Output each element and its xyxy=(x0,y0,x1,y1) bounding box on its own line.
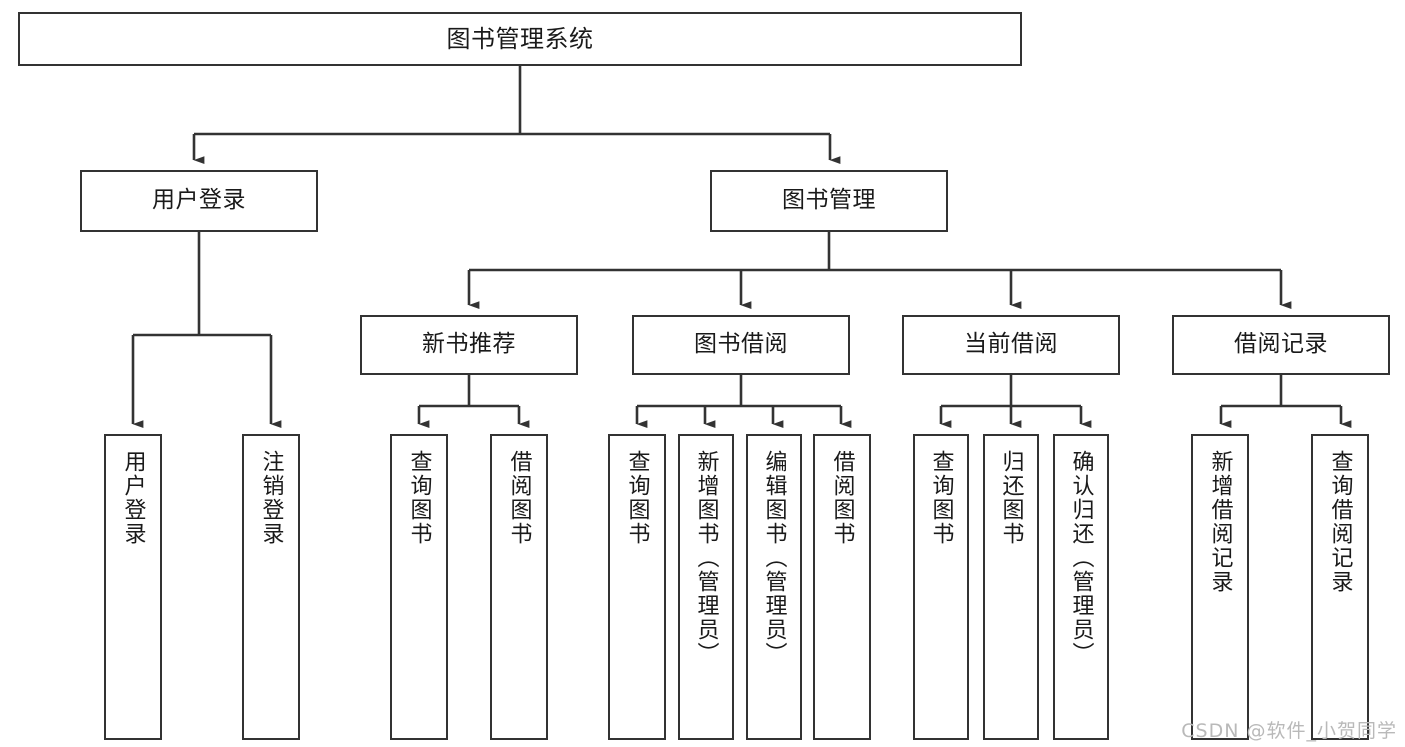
node-leaf-return-book[interactable]: 归还图书 xyxy=(983,434,1039,740)
node-leaf-edit-book[interactable]: 编辑图书（管理员） xyxy=(746,434,802,740)
node-leaf-query-book-2[interactable]: 查询图书 xyxy=(608,434,666,740)
node-leaf-add-record[interactable]: 新增借阅记录 xyxy=(1191,434,1249,740)
node-leaf-query-record[interactable]: 查询借阅记录 xyxy=(1311,434,1369,740)
node-book-management-label: 图书管理 xyxy=(782,187,876,214)
node-leaf-query-book-1[interactable]: 查询图书 xyxy=(390,434,448,740)
node-leaf-confirm-return-label: 确认归还（管理员） xyxy=(1068,450,1094,666)
node-leaf-return-book-label: 归还图书 xyxy=(998,450,1024,546)
node-leaf-query-book-1-label: 查询图书 xyxy=(406,450,432,546)
node-borrow-record-label: 借阅记录 xyxy=(1234,331,1328,358)
watermark-text: CSDN @软件_小贺同学 xyxy=(1181,720,1397,742)
node-root-system-label: 图书管理系统 xyxy=(446,24,594,53)
node-new-book-recommend[interactable]: 新书推荐 xyxy=(360,315,578,375)
node-borrow-record[interactable]: 借阅记录 xyxy=(1172,315,1390,375)
node-leaf-add-book-label: 新增图书（管理员） xyxy=(693,450,719,666)
node-leaf-borrow-book-2[interactable]: 借阅图书 xyxy=(813,434,871,740)
node-user-login[interactable]: 用户登录 xyxy=(80,170,318,232)
node-leaf-add-record-label: 新增借阅记录 xyxy=(1207,450,1233,594)
node-leaf-edit-book-label: 编辑图书（管理员） xyxy=(761,450,787,666)
node-leaf-query-book-3-label: 查询图书 xyxy=(928,450,954,546)
node-leaf-query-book-2-label: 查询图书 xyxy=(624,450,650,546)
node-leaf-user-login[interactable]: 用户登录 xyxy=(104,434,162,740)
node-book-borrow-label: 图书借阅 xyxy=(694,331,788,358)
node-leaf-confirm-return[interactable]: 确认归还（管理员） xyxy=(1053,434,1109,740)
node-leaf-add-book[interactable]: 新增图书（管理员） xyxy=(678,434,734,740)
node-leaf-borrow-book-1[interactable]: 借阅图书 xyxy=(490,434,548,740)
node-leaf-logout-label: 注销登录 xyxy=(258,450,284,546)
node-leaf-query-record-label: 查询借阅记录 xyxy=(1327,450,1353,594)
node-book-management[interactable]: 图书管理 xyxy=(710,170,948,232)
node-leaf-logout[interactable]: 注销登录 xyxy=(242,434,300,740)
node-book-borrow[interactable]: 图书借阅 xyxy=(632,315,850,375)
node-leaf-borrow-book-2-label: 借阅图书 xyxy=(829,450,855,546)
node-leaf-user-login-label: 用户登录 xyxy=(120,450,146,546)
node-leaf-query-book-3[interactable]: 查询图书 xyxy=(913,434,969,740)
node-user-login-label: 用户登录 xyxy=(152,187,246,214)
node-current-borrow-label: 当前借阅 xyxy=(964,331,1058,358)
node-leaf-borrow-book-1-label: 借阅图书 xyxy=(506,450,532,546)
node-new-book-recommend-label: 新书推荐 xyxy=(422,331,516,358)
node-current-borrow[interactable]: 当前借阅 xyxy=(902,315,1120,375)
node-root-system[interactable]: 图书管理系统 xyxy=(18,12,1022,66)
